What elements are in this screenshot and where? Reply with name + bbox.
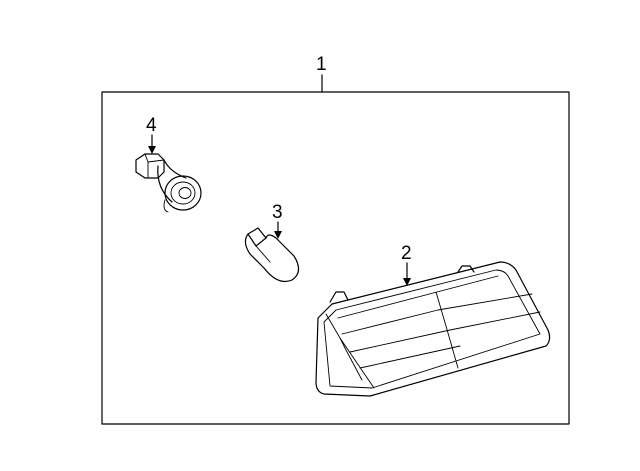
assembly-frame <box>101 91 570 425</box>
callout-1-label[interactable]: 1 <box>316 54 327 75</box>
bulb-part[interactable] <box>244 227 300 283</box>
socket-part[interactable] <box>135 153 202 213</box>
callout-2-arrow <box>403 262 411 286</box>
lens-housing-part[interactable] <box>315 261 551 397</box>
callout-4-label[interactable]: 4 <box>146 115 157 136</box>
callout-3-label[interactable]: 3 <box>272 202 283 223</box>
callout-2-label[interactable]: 2 <box>401 243 412 264</box>
callout-3-arrow <box>274 221 282 239</box>
callout-4-arrow <box>148 134 156 154</box>
